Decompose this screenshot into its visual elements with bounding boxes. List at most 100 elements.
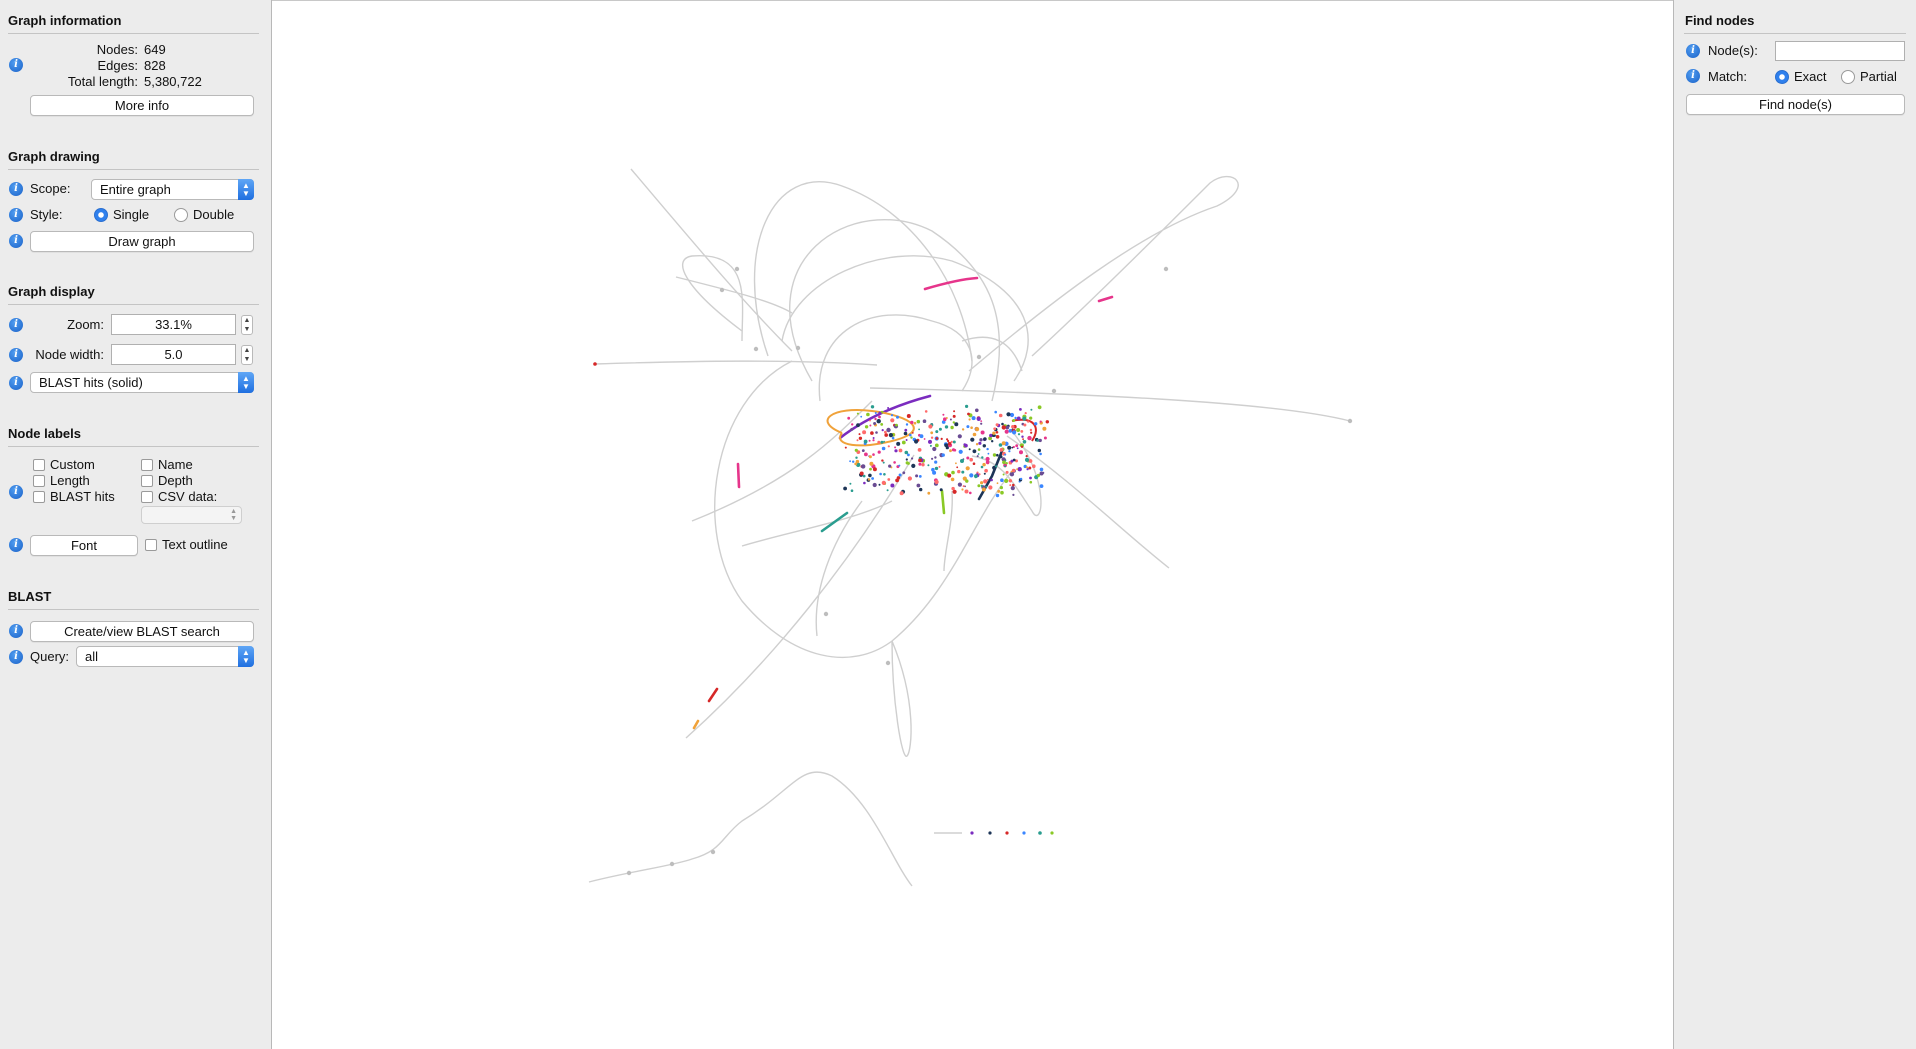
length-checkbox[interactable] [33, 475, 45, 487]
color-scheme-select[interactable]: BLAST hits (solid) ▲▼ [30, 372, 254, 393]
create-view-blast-search-button[interactable]: Create/view BLAST search [30, 621, 254, 642]
graph-canvas[interactable] [272, 0, 1673, 1049]
match-label: Match: [1708, 69, 1748, 84]
info-icon[interactable]: i [9, 376, 23, 390]
depth-checkbox-label[interactable]: Depth [158, 473, 193, 488]
graph-node [873, 422, 877, 425]
graph-node [995, 435, 1000, 439]
info-icon[interactable]: i [9, 650, 23, 664]
graph-node [951, 470, 955, 475]
csv-data-select[interactable]: ▲▼ [141, 506, 242, 524]
draw-graph-button[interactable]: Draw graph [30, 231, 254, 252]
graph-node [989, 433, 993, 438]
nodes-search-input[interactable] [1775, 41, 1905, 61]
style-single-radio[interactable] [94, 208, 108, 222]
info-icon[interactable]: i [9, 624, 23, 638]
graph-node [988, 831, 992, 835]
blast-hits-checkbox-label[interactable]: BLAST hits [50, 489, 115, 504]
info-icon[interactable]: i [1686, 44, 1700, 58]
graph-node [869, 424, 872, 427]
graph-node [957, 434, 962, 439]
info-icon[interactable]: i [1686, 69, 1700, 83]
graph-node [914, 439, 919, 444]
graph-node [984, 468, 988, 473]
query-select[interactable]: all ▲▼ [76, 646, 254, 667]
info-icon[interactable]: i [9, 234, 23, 248]
info-icon[interactable]: i [9, 538, 23, 552]
match-exact-label[interactable]: Exact [1794, 69, 1827, 84]
text-outline-label[interactable]: Text outline [162, 537, 228, 552]
find-nodes-button[interactable]: Find node(s) [1686, 94, 1905, 115]
graph-node [1011, 425, 1015, 429]
graph-node [1016, 416, 1021, 421]
graph-node [985, 485, 988, 488]
match-partial-label[interactable]: Partial [1860, 69, 1897, 84]
blast-hits-checkbox[interactable] [33, 491, 45, 503]
graph-node [885, 660, 891, 666]
graph-node [904, 428, 908, 432]
graph-node [1028, 466, 1032, 470]
graph-edge [818, 314, 973, 402]
graph-node [1007, 445, 1012, 450]
graph-node [1004, 429, 1009, 434]
csv-data-checkbox-label[interactable]: CSV data: [158, 489, 218, 504]
node-width-stepper[interactable]: ▲▼ [241, 345, 253, 365]
info-icon[interactable]: i [9, 485, 23, 499]
graph-node [970, 437, 975, 442]
graph-node [983, 472, 986, 475]
info-icon[interactable]: i [9, 58, 23, 72]
graph-node [991, 440, 994, 443]
graph-node [916, 483, 921, 488]
style-double-radio[interactable] [174, 208, 188, 222]
custom-checkbox[interactable] [33, 459, 45, 471]
zoom-stepper[interactable]: ▲▼ [241, 315, 253, 335]
graph-node [1015, 444, 1019, 448]
graph-node [987, 452, 990, 455]
graph-edge [685, 454, 915, 739]
graph-node [931, 457, 934, 460]
graph-edge [594, 360, 878, 366]
graph-node [872, 482, 877, 488]
graph-node [995, 431, 999, 434]
graph-node [880, 440, 884, 444]
chevron-updown-icon: ▲▼ [238, 646, 254, 667]
graph-node [940, 437, 943, 440]
node-width-spinbox[interactable]: 5.0 [111, 344, 236, 365]
name-checkbox-label[interactable]: Name [158, 457, 193, 472]
text-outline-checkbox[interactable] [145, 539, 157, 551]
info-icon[interactable]: i [9, 348, 23, 362]
graph-node [852, 460, 855, 463]
graph-node [941, 420, 946, 424]
graph-node [1008, 450, 1011, 453]
assembly-graph-drawing[interactable] [272, 1, 1671, 1048]
more-info-button[interactable]: More info [30, 95, 254, 116]
style-single-label[interactable]: Single [113, 207, 150, 222]
match-exact-radio[interactable] [1775, 70, 1789, 84]
graph-node [849, 460, 851, 463]
info-icon[interactable]: i [9, 318, 23, 332]
length-checkbox-label[interactable]: Length [50, 473, 90, 488]
graph-node [983, 479, 988, 484]
zoom-spinbox[interactable]: 33.1% [111, 314, 236, 335]
scope-select[interactable]: Entire graph ▲▼ [91, 179, 254, 200]
info-icon[interactable]: i [9, 208, 23, 222]
info-icon[interactable]: i [9, 182, 23, 196]
graph-node [952, 489, 957, 494]
query-select-value: all [85, 649, 99, 664]
graph-node [918, 458, 922, 463]
style-double-label[interactable]: Double [193, 207, 235, 222]
name-checkbox[interactable] [141, 459, 153, 471]
graph-node [866, 412, 870, 417]
graph-node [1163, 266, 1169, 272]
graph-node [886, 427, 891, 433]
match-partial-radio[interactable] [1841, 70, 1855, 84]
font-button[interactable]: Font [30, 535, 138, 556]
graph-node [1030, 408, 1033, 411]
graph-node [859, 471, 864, 476]
csv-data-checkbox[interactable] [141, 491, 153, 503]
depth-checkbox[interactable] [141, 475, 153, 487]
custom-checkbox-label[interactable]: Custom [50, 457, 95, 472]
graph-node [1001, 422, 1004, 426]
graph-node [975, 427, 980, 432]
chevron-updown-icon: ▲▼ [230, 508, 237, 522]
